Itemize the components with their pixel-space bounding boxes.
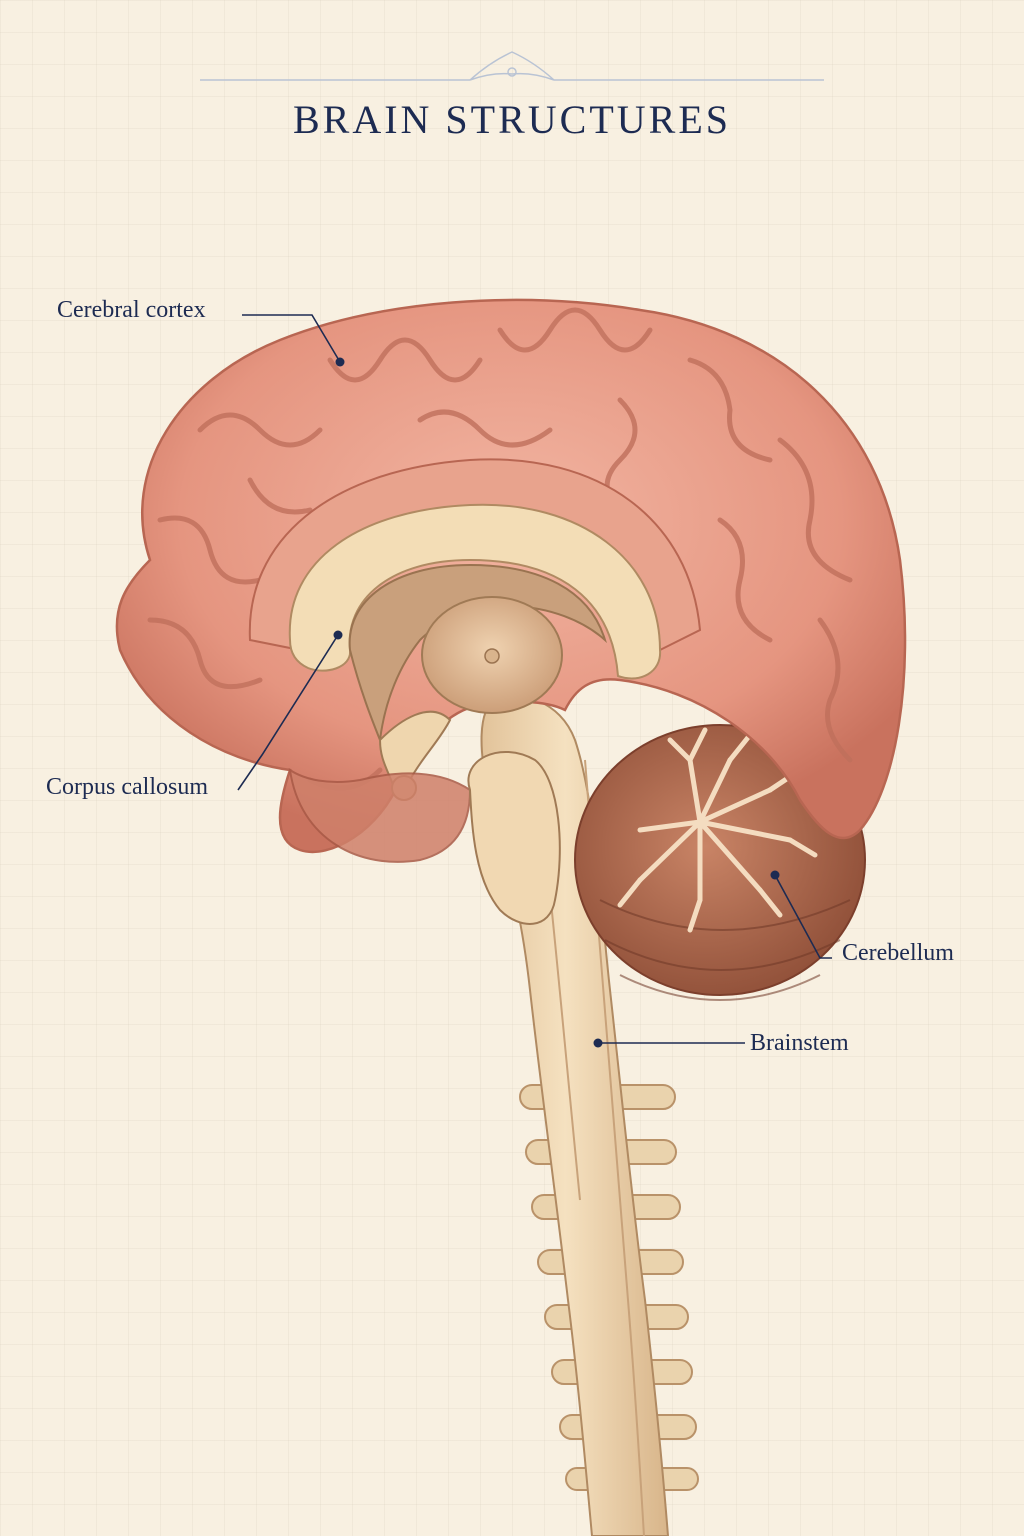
leader-dots	[333, 357, 780, 1048]
corpus-callosum-shape	[288, 503, 662, 680]
title-ornament	[200, 51, 824, 81]
page-title: BRAIN STRUCTURES	[292, 97, 732, 142]
label-cerebellum: Cerebellum	[842, 940, 954, 966]
pons-shape	[467, 750, 561, 925]
label-cerebral-cortex: Cerebral cortex	[57, 297, 206, 323]
cerebellum-folia	[599, 899, 851, 1001]
label-corpus-callosum: Corpus callosum	[46, 774, 208, 800]
cerebellum-shape	[574, 724, 866, 996]
leader-lines	[237, 314, 832, 1044]
temporal-lobe	[288, 767, 472, 863]
label-brainstem: Brainstem	[750, 1030, 849, 1056]
arbor-vitae	[617, 727, 818, 933]
